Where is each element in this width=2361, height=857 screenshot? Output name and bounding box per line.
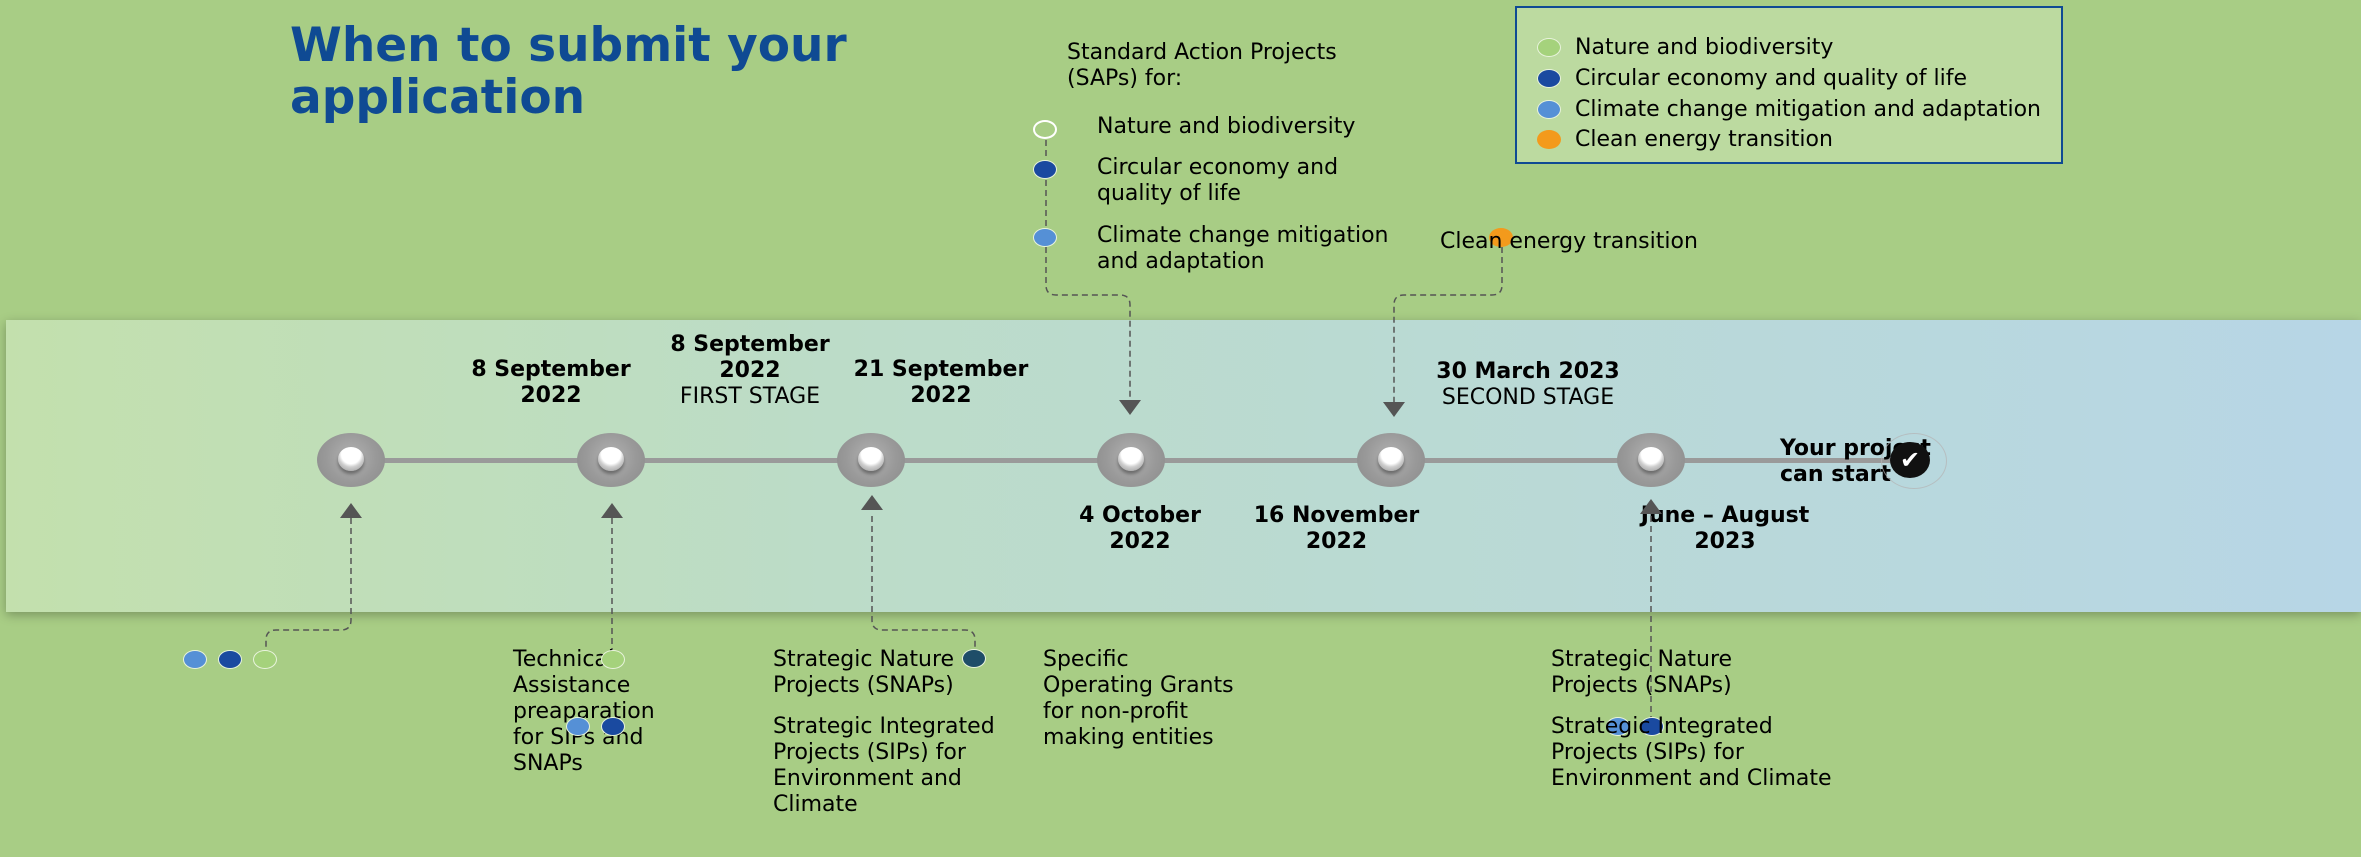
saps-heading: Standard Action Projects (SAPs) for: bbox=[1067, 40, 1337, 91]
date-label: 8 September 2022 bbox=[670, 332, 830, 383]
sog-label: Specific Operating Grants for non-profit… bbox=[1043, 647, 1234, 750]
date-group-first-stage: 8 September 2022 FIRST STAGE bbox=[667, 332, 833, 410]
blue-dot-icon bbox=[1033, 228, 1057, 247]
check-icon: ✔ bbox=[1890, 442, 1930, 478]
date-label: June – August 2023 bbox=[1640, 503, 1810, 554]
legend-item-energy: Clean energy transition bbox=[1537, 124, 1833, 155]
orange-dot-icon bbox=[1489, 228, 1513, 247]
legend-label: Nature and biodiversity bbox=[1575, 35, 1834, 60]
blue-dot-icon bbox=[566, 717, 590, 736]
legend: Nature and biodiversity Circular economy… bbox=[1515, 6, 2063, 164]
sips-label: Strategic Integrated Projects (SIPs) for… bbox=[1551, 714, 1832, 791]
saps-item-circular: Circular economy and quality of life bbox=[1097, 155, 1339, 206]
green-dot-icon bbox=[1537, 38, 1561, 57]
blue-dot-icon bbox=[1537, 100, 1561, 119]
stage-label: FIRST STAGE bbox=[679, 384, 821, 409]
green-dot-icon bbox=[601, 650, 625, 669]
snaps-label: Strategic Nature Projects (SNAPs) bbox=[1551, 647, 1733, 698]
sips-label: Strategic Integrated Projects (SIPs) for… bbox=[773, 714, 995, 817]
stage-label: SECOND STAGE bbox=[1441, 385, 1615, 410]
orange-dot-icon bbox=[1537, 130, 1561, 149]
teal-dot-icon bbox=[962, 649, 986, 668]
timeline-node bbox=[317, 433, 385, 487]
navy-dot-icon bbox=[1033, 160, 1057, 179]
saps-item-nature: Nature and biodiversity bbox=[1097, 114, 1356, 139]
navy-dot-icon bbox=[1640, 717, 1664, 736]
legend-item-nature: Nature and biodiversity bbox=[1537, 32, 1833, 63]
green-dot-icon bbox=[253, 650, 277, 669]
hollow-dot-icon bbox=[1033, 120, 1057, 139]
blue-dot-icon bbox=[183, 650, 207, 669]
legend-label: Climate change mitigation and adaptation bbox=[1575, 97, 2041, 122]
legend-item-climate: Climate change mitigation and adaptation bbox=[1537, 94, 2041, 125]
blue-dot-icon bbox=[1606, 717, 1630, 736]
date-label: 4 October 2022 bbox=[1079, 503, 1201, 554]
timeline-node bbox=[1357, 433, 1425, 487]
snaps-label: Strategic Nature Projects (SNAPs) bbox=[773, 647, 955, 698]
timeline-node bbox=[1097, 433, 1165, 487]
page-title: When to submit your application bbox=[290, 18, 847, 125]
ta-label: Technical Assistance preaparation for SI… bbox=[513, 647, 655, 776]
date-label: 30 March 2023 bbox=[1436, 359, 1620, 384]
timeline-node bbox=[1617, 433, 1685, 487]
legend-item-circular: Circular economy and quality of life bbox=[1537, 63, 1967, 94]
navy-dot-icon bbox=[1537, 69, 1561, 88]
navy-dot-icon bbox=[601, 717, 625, 736]
saps-item-climate: Climate change mitigation and adaptation bbox=[1097, 223, 1389, 274]
date-group-second-stage: 30 March 2023 SECOND STAGE bbox=[1418, 359, 1638, 411]
date-label: 16 November 2022 bbox=[1253, 503, 1420, 554]
timeline-band bbox=[6, 320, 2361, 612]
legend-label: Clean energy transition bbox=[1575, 127, 1833, 152]
timeline-node bbox=[837, 433, 905, 487]
date-label: 8 September 2022 bbox=[471, 357, 631, 408]
date-label: 21 September 2022 bbox=[853, 357, 1029, 408]
check-ring bbox=[1881, 433, 1947, 489]
timeline-node bbox=[577, 433, 645, 487]
legend-label: Circular economy and quality of life bbox=[1575, 66, 1967, 91]
clean-energy-label: Clean energy transition bbox=[1440, 229, 1698, 254]
navy-dot-icon bbox=[218, 650, 242, 669]
